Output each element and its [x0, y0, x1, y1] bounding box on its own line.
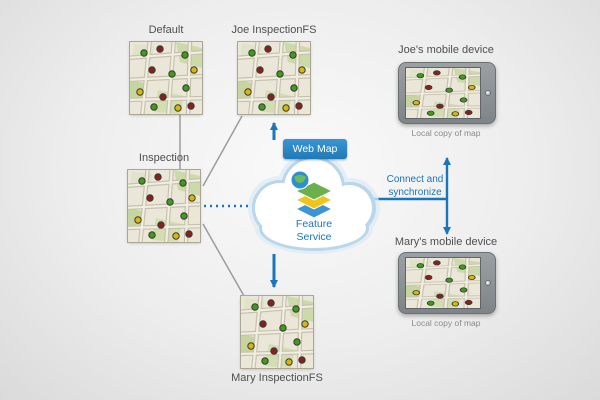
- map-art: [406, 68, 480, 118]
- joe-device-screen: [405, 67, 481, 119]
- mary-device-camera-icon: [485, 280, 491, 286]
- label-mary-device: Mary's mobile device: [394, 236, 498, 248]
- mary-device-screen: [405, 257, 481, 309]
- map-art: [241, 296, 313, 368]
- label-joe-device: Joe's mobile device: [398, 44, 494, 56]
- caption-mary-local-copy: Local copy of map: [411, 318, 481, 328]
- label-default: Default: [148, 24, 184, 36]
- map-art: [238, 42, 310, 114]
- joe-device-camera-icon: [485, 90, 491, 96]
- map-joe-inspectionfs: [237, 41, 311, 115]
- mary-mobile-device: [398, 252, 496, 314]
- map-inspection: [127, 169, 201, 243]
- map-default: [129, 41, 203, 115]
- connect-synchronize-label: Connect and synchronize: [386, 174, 444, 198]
- map-art: [128, 170, 200, 242]
- web-map-badge: Web Map: [283, 139, 347, 159]
- label-joe-inspectionfs: Joe InspectionFS: [231, 24, 317, 36]
- map-mary-inspectionfs: [240, 295, 314, 369]
- globe-icon: [290, 170, 310, 190]
- map-art: [130, 42, 202, 114]
- label-inspection: Inspection: [138, 152, 190, 164]
- label-mary-inspectionfs: Mary InspectionFS: [231, 372, 323, 384]
- map-art: [406, 258, 480, 308]
- joe-mobile-device: [398, 62, 496, 124]
- caption-joe-local-copy: Local copy of map: [411, 128, 481, 138]
- cloud-shape: [248, 152, 380, 254]
- feature-service-cloud: [246, 152, 386, 256]
- feature-service-label: Feature Service: [295, 218, 333, 243]
